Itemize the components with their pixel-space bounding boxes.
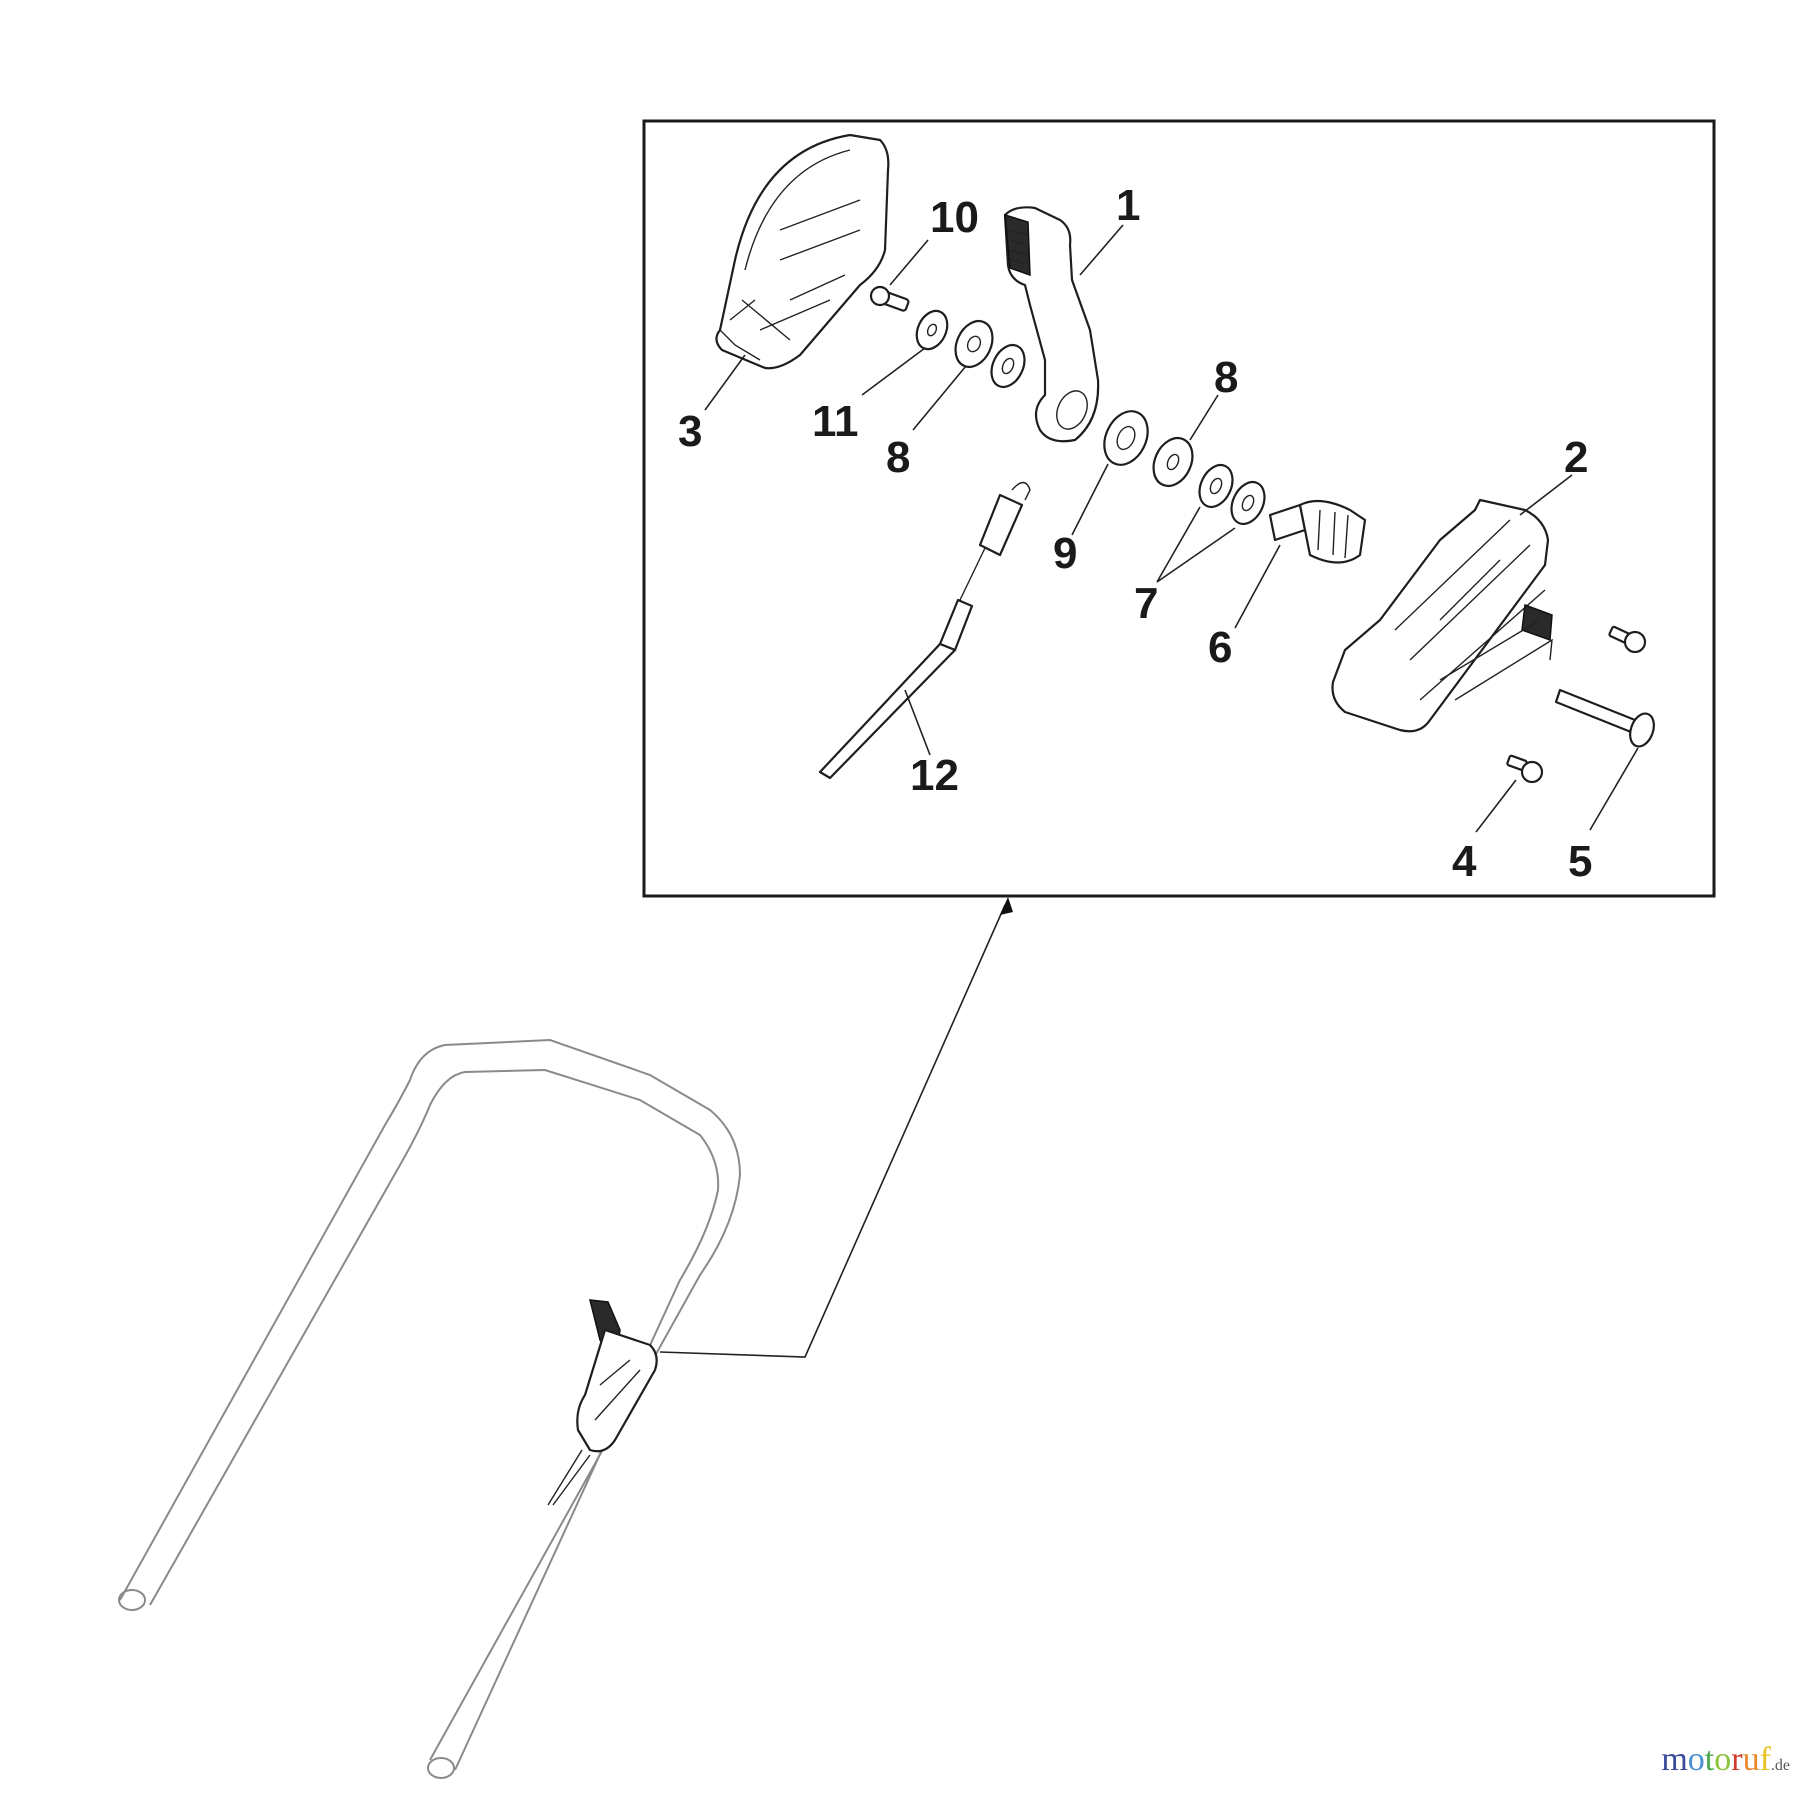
callout-9: 9	[1053, 529, 1077, 578]
callout-3: 3	[678, 407, 702, 456]
washer-part-8b[interactable]	[1146, 432, 1200, 493]
callout-12: 12	[910, 751, 959, 800]
callout-8a: 8	[886, 433, 910, 482]
wm-letter: m	[1661, 1741, 1688, 1778]
washer-part-11[interactable]	[911, 306, 953, 354]
housing-right-part-2[interactable]	[1331, 498, 1553, 733]
housing-left-part[interactable]	[715, 133, 890, 370]
washers-part-7[interactable]	[1193, 460, 1271, 530]
cable-part-12[interactable]	[818, 481, 1031, 780]
screw-small-upper[interactable]	[1608, 625, 1647, 654]
callout-6: 6	[1208, 623, 1232, 672]
wm-letter: o	[1687, 1741, 1705, 1778]
callout-4: 4	[1452, 837, 1477, 886]
wm-letter: f	[1759, 1741, 1771, 1778]
wm-letter: t	[1704, 1741, 1715, 1778]
screw-part-4[interactable]	[1506, 754, 1544, 784]
drive-lever-part-1[interactable]	[1003, 206, 1100, 443]
callout-5: 5	[1568, 837, 1592, 886]
arrowhead-icon	[1000, 897, 1013, 915]
lever-on-handle[interactable]	[547, 1299, 658, 1506]
wm-letter: u	[1742, 1741, 1760, 1778]
bolt-part-5[interactable]	[1554, 688, 1658, 750]
pulley-part-6[interactable]	[1268, 499, 1367, 564]
detail-frame	[642, 119, 1716, 898]
callout-11: 11	[812, 397, 859, 446]
wm-tld: .de	[1770, 1757, 1790, 1774]
wm-letter: r	[1731, 1741, 1743, 1778]
callout-2: 2	[1564, 433, 1588, 482]
mower-handle	[118, 1038, 742, 1779]
callout-10: 10	[930, 193, 979, 242]
wm-letter: o	[1714, 1741, 1732, 1778]
washer-part-9[interactable]	[1096, 404, 1156, 472]
washer-part-8a[interactable]	[948, 315, 999, 373]
screw-part-10[interactable]	[869, 285, 910, 312]
callout-7: 7	[1134, 579, 1158, 628]
callout-8b: 8	[1214, 353, 1238, 402]
watermark-logo: motoruf.de	[1661, 1741, 1790, 1779]
detail-pointer	[659, 897, 1013, 1358]
washer-part-extra[interactable]	[985, 340, 1031, 393]
callout-1: 1	[1116, 181, 1140, 230]
callout-labels: 1 2 3 4 5 6 7 8 8 9 10 11 12	[678, 181, 1592, 886]
